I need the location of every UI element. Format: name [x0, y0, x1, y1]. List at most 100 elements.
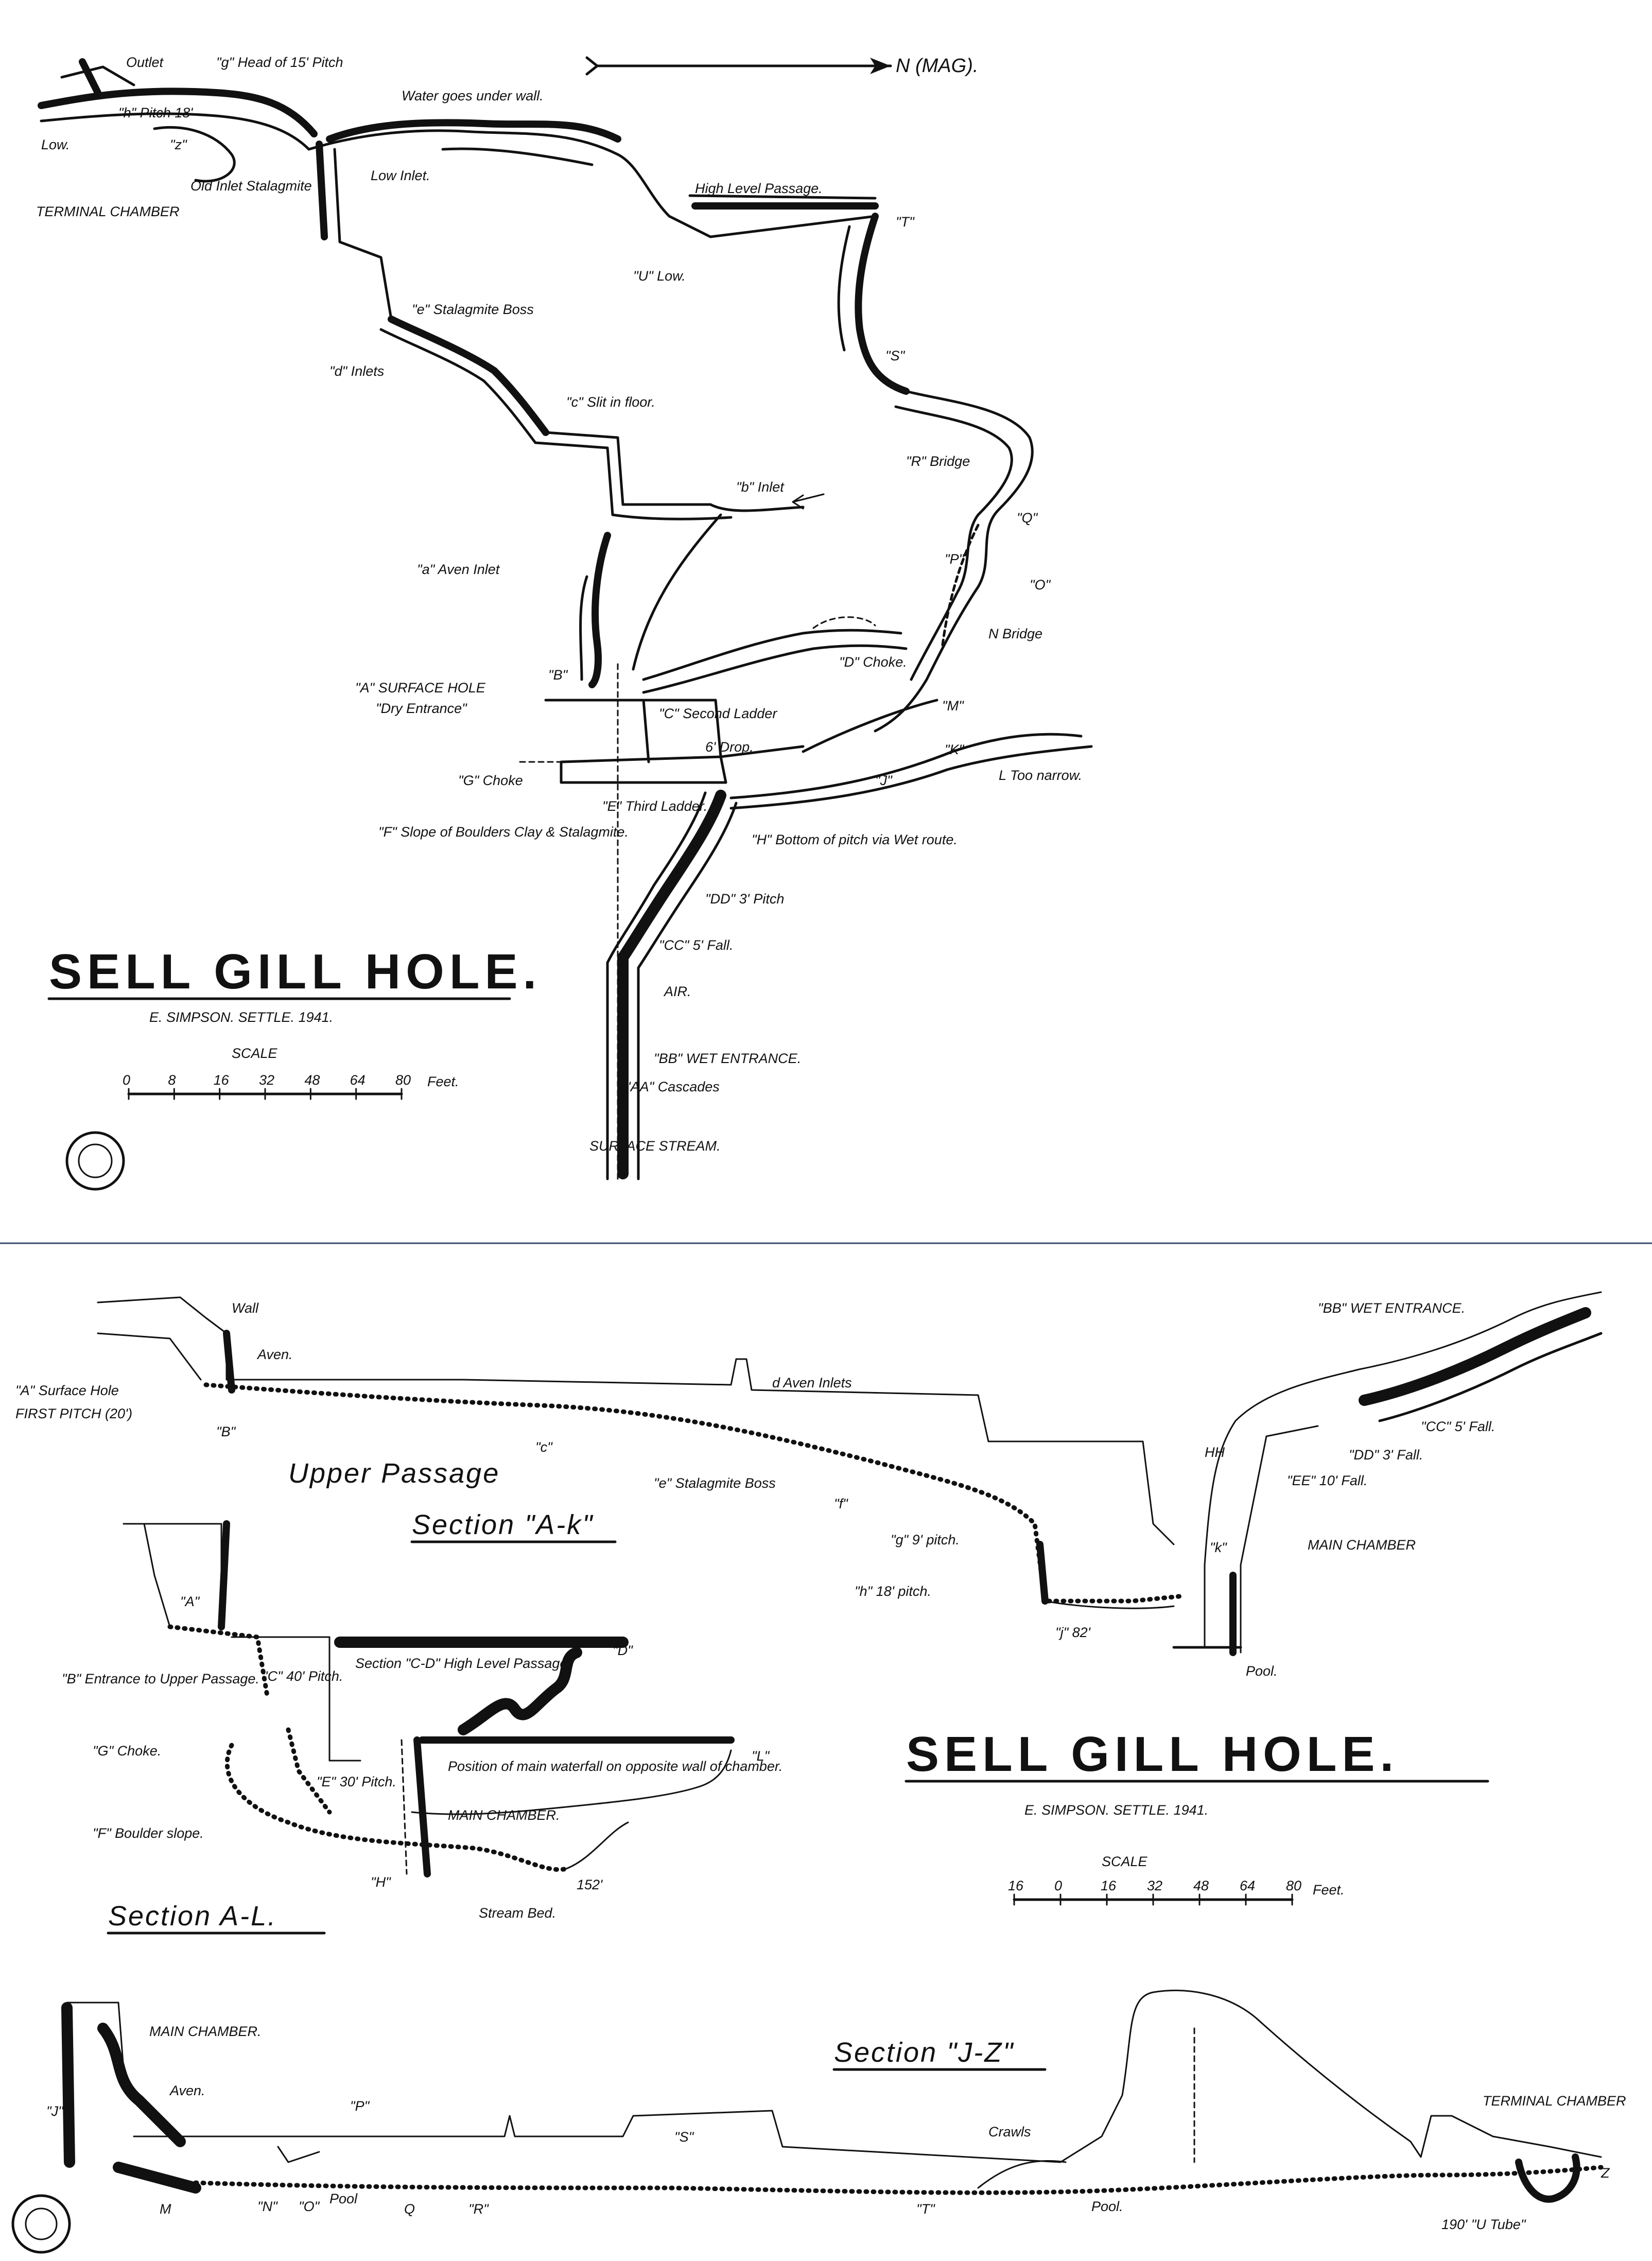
section-j-z-title: Section "J-Z" — [834, 2037, 1014, 2068]
plan-label-cc-fall: "CC" 5' Fall. — [659, 937, 733, 953]
plan-scale-unit: Feet. — [427, 1074, 459, 1089]
plan-label-outlet: Outlet — [126, 55, 164, 70]
al-label-g: "G" Choke. — [93, 1743, 161, 1759]
sec-label-c: "c" — [535, 1439, 553, 1455]
jz-label-p: "P" — [350, 2098, 370, 2114]
sec-label-f: "f" — [834, 1496, 848, 1511]
sec-label-a-surface: "A" Surface Hole — [15, 1383, 119, 1398]
scale-tick-label: 32 — [259, 1072, 274, 1088]
plan-label-n-bridge: N Bridge — [988, 626, 1042, 641]
plan-passage-outline — [38, 58, 1093, 1180]
sections-author: E. SIMPSON. SETTLE. 1941. — [1024, 1802, 1208, 1818]
plan-label-bb-wet: "BB" WET ENTRANCE. — [654, 1051, 801, 1066]
upper-section-labels: Wall Aven. "A" Surface Hole FIRST PITCH … — [15, 1300, 1495, 1679]
plan-label-b: "B" — [548, 667, 568, 683]
copyright-stamp-icon — [65, 1131, 125, 1191]
sec-label-wall: Wall — [232, 1300, 259, 1316]
al-label-a: "A" — [180, 1594, 200, 1609]
sections-title-block: SELL GILL HOLE. E. SIMPSON. SETTLE. 1941… — [905, 1727, 1489, 1906]
plan-label-m: "M" — [942, 698, 964, 714]
section-a-l — [123, 1520, 735, 1877]
section-j-z — [61, 1990, 1604, 2203]
jz-label-aven: Aven. — [169, 2083, 205, 2098]
plan-label-o: "O" — [1030, 577, 1051, 593]
plan-label-aa-cascades: "AA" Cascades — [625, 1079, 720, 1094]
jz-label-u-tube: 190' "U Tube" — [1441, 2217, 1526, 2232]
plan-label-c-second: "C" Second Ladder — [659, 706, 777, 721]
al-label-main: MAIN CHAMBER. — [448, 1807, 560, 1823]
plan-label-r-bridge: "R" Bridge — [906, 454, 970, 469]
section-a-l-title: Section A-L. — [108, 1901, 277, 1932]
plan-label-h-pitch: "h" Pitch 18' — [118, 105, 193, 120]
jz-label-z: Z — [1601, 2165, 1610, 2181]
plan-label-f-slope: "F" Slope of Boulders Clay & Stalagmite. — [378, 824, 629, 840]
sec-label-b: "B" — [216, 1424, 236, 1439]
plan-author: E. SIMPSON. SETTLE. 1941. — [149, 1010, 333, 1025]
scale-tick-label: 16 — [1101, 1878, 1117, 1893]
section-j-z-labels: MAIN CHAMBER. Aven. "J" "P" "S" Crawls T… — [46, 2024, 1626, 2232]
plan-label-high-level: High Level Passage. — [695, 181, 823, 196]
sec-label-cc: "CC" 5' Fall. — [1421, 1419, 1495, 1434]
plan-scale-label: SCALE — [232, 1046, 278, 1061]
plan-label-c-slit: "c" Slit in floor. — [566, 394, 655, 410]
plan-label-p: "P" — [945, 551, 965, 567]
sec-label-k: "k" — [1210, 1540, 1227, 1555]
section-upper-passage — [97, 1291, 1603, 1656]
plan-title: SELL GILL HOLE. — [49, 944, 542, 999]
sections-scale-unit: Feet. — [1313, 1882, 1345, 1898]
plan-label-six-drop: 6' Drop. — [705, 739, 754, 755]
plan-label-air: AIR. — [663, 984, 691, 999]
scale-tick-label: 64 — [350, 1072, 366, 1088]
sec-label-j82: "j" 82' — [1055, 1625, 1091, 1640]
plan-label-g-head: "g" Head of 15' Pitch — [216, 55, 343, 70]
al-label-d: "D" — [613, 1643, 633, 1658]
plan-label-e-third: "E" Third Ladder. — [602, 798, 707, 814]
plan-label-dd-pitch: "DD" 3' Pitch — [705, 891, 784, 907]
sec-label-h18: "h" 18' pitch. — [855, 1584, 931, 1599]
plan-label-t: "T" — [896, 214, 915, 230]
plan-label-a-surface: "A" SURFACE HOLE — [355, 680, 486, 695]
jz-label-main: MAIN CHAMBER. — [149, 2024, 262, 2039]
al-label-152: 152' — [577, 1877, 603, 1892]
sec-label-ee: "EE" 10' Fall. — [1287, 1473, 1367, 1488]
scale-tick-label: 16 — [1008, 1878, 1024, 1893]
al-label-l: "L" — [752, 1748, 770, 1764]
plan-label-k: "K" — [945, 742, 965, 757]
plan-label-d-inlets: "d" Inlets — [329, 363, 384, 379]
sec-label-hh: HH — [1205, 1445, 1225, 1460]
scale-tick-label: 48 — [1193, 1878, 1209, 1893]
plan-view: N (MAG). — [36, 55, 1093, 1191]
upper-passage-title: Upper Passage — [288, 1458, 500, 1489]
sec-label-first-pitch: FIRST PITCH (20') — [15, 1406, 132, 1421]
plan-label-z: "z" — [170, 137, 187, 152]
jz-label-m: M — [160, 2201, 171, 2217]
jz-label-s: "S" — [674, 2129, 694, 2145]
sections-title: SELL GILL HOLE. — [906, 1727, 1399, 1782]
sec-label-d-aven: d Aven Inlets — [772, 1375, 852, 1390]
jz-label-pool: Pool — [329, 2191, 358, 2206]
al-label-stream-bed: Stream Bed. — [479, 1905, 556, 1921]
al-label-waterfall: Position of main waterfall on opposite w… — [448, 1759, 782, 1774]
plan-label-terminal: TERMINAL CHAMBER — [36, 204, 180, 219]
jz-label-q: Q — [404, 2201, 415, 2217]
plan-label-h-bottom: "H" Bottom of pitch via Wet route. — [752, 832, 958, 847]
sec-label-g9: "g" 9' pitch. — [891, 1532, 960, 1547]
north-arrow-icon — [585, 56, 892, 76]
sec-label-main-chamber: MAIN CHAMBER — [1308, 1537, 1416, 1553]
scale-tick-label: 80 — [1286, 1878, 1301, 1893]
plan-label-b-inlet: "b" Inlet — [736, 479, 785, 495]
jz-label-n: "N" — [257, 2199, 278, 2214]
plan-label-e-boss: "e" Stalagmite Boss — [412, 302, 534, 317]
jz-label-pool2: Pool. — [1091, 2199, 1123, 2214]
upper-passage-subtitle: Section "A-k" — [412, 1509, 594, 1540]
plan-label-water-goes: Water goes under wall. — [402, 88, 544, 103]
plan-label-u-low: "U" Low. — [633, 268, 686, 284]
plan-label-low: Low. — [41, 137, 70, 152]
plan-label-s: "S" — [885, 348, 906, 363]
jz-label-crawls: Crawls — [988, 2124, 1031, 2140]
al-label-b: "B" Entrance to Upper Passage. — [62, 1671, 259, 1686]
